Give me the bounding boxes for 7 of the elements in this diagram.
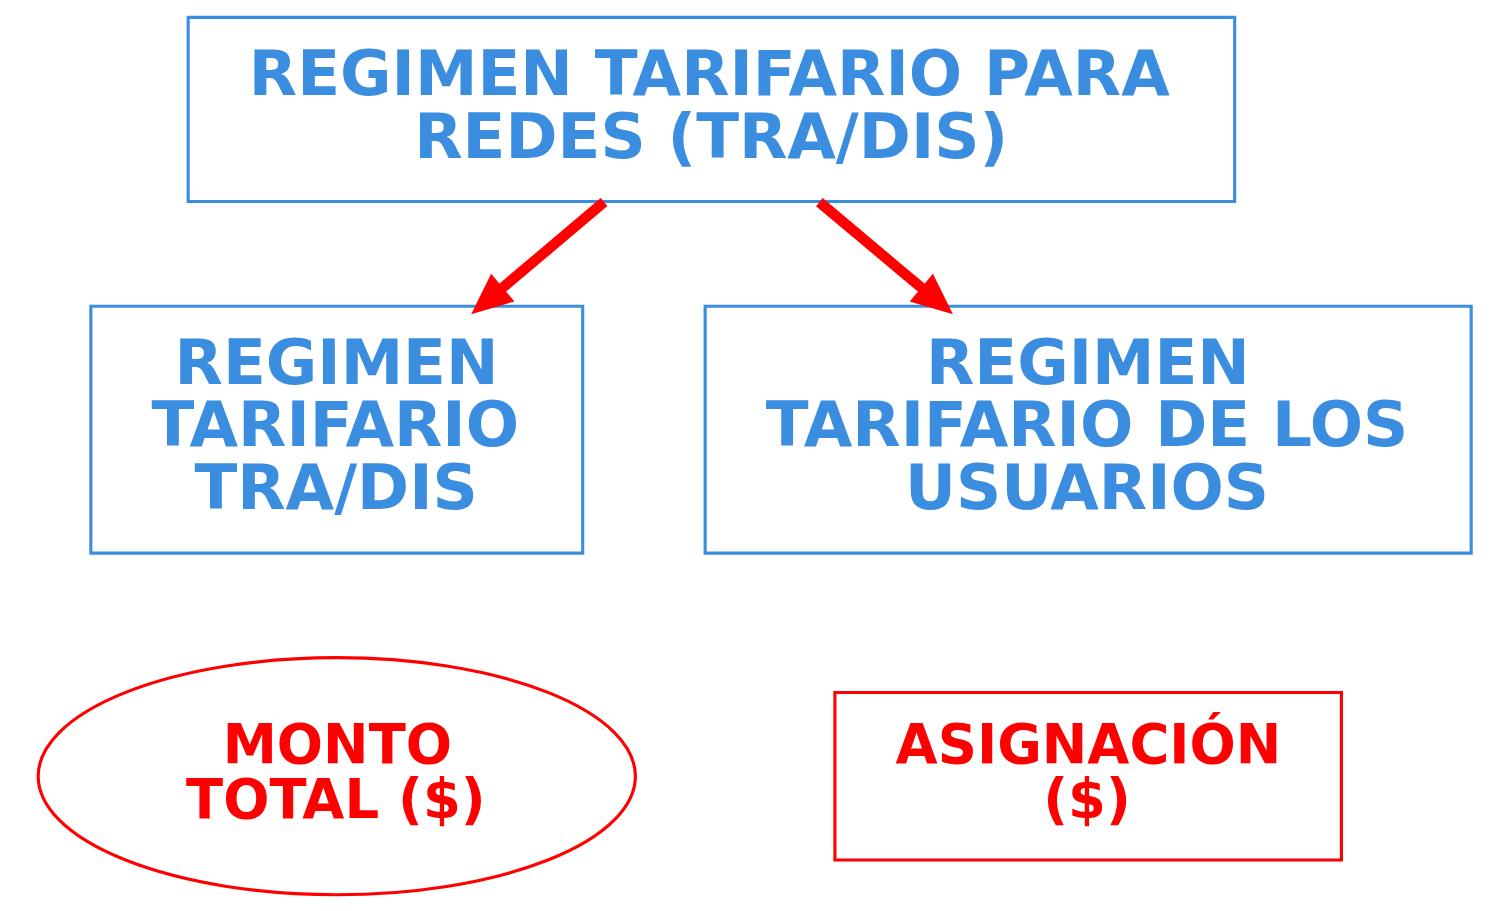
arrow [471, 197, 608, 314]
node-box: REGIMEN TARIFARIO PARA REDES (TRA/DIS) [186, 15, 1237, 203]
node-box: ASIGNACIÓN ($) [833, 690, 1343, 862]
node-ellipse: MONTO TOTAL ($) [36, 655, 637, 896]
node-box: REGIMEN TARIFARIO TRA/DIS [89, 304, 585, 555]
node-box: REGIMEN TARIFARIO DE LOS USUARIOS [703, 304, 1473, 555]
arrow [816, 197, 953, 314]
